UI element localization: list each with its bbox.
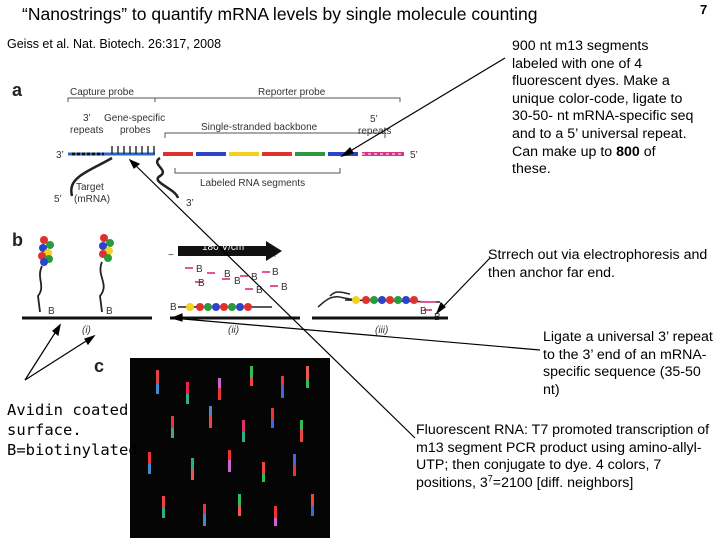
biotin-iii-1: B — [420, 306, 427, 317]
minus-sign: − — [168, 250, 174, 261]
fluorescence-image — [130, 358, 330, 538]
biotin-ii-5: B — [272, 267, 279, 278]
reporter-probe-bracket — [155, 98, 400, 102]
end-5-bottom: 5’ — [54, 194, 62, 205]
avidin-note-line-2: surface. — [7, 420, 138, 440]
avidin-note-line-1: Avidin coated — [7, 400, 138, 420]
avidin-note-line-3: B=biotinylated — [7, 440, 138, 460]
target-label-2: (mRNA) — [74, 194, 110, 205]
stretched-molecule-ii — [178, 303, 272, 311]
reporter-segments — [163, 152, 404, 156]
step-label-ii: (ii) — [228, 325, 239, 336]
target-mrna-right — [157, 158, 178, 198]
biotin-ii-3: B — [234, 276, 241, 287]
gene-specific-label-1: Gene-specific — [104, 113, 165, 124]
end-3-left: 3’ — [56, 150, 64, 161]
step-i-molecules — [38, 234, 114, 312]
step-label-i: (i) — [82, 325, 91, 336]
biotin-i-1: B — [48, 306, 55, 317]
avidin-note: Avidin coated surface. B=biotinylated — [7, 400, 138, 460]
stretch-note: Strrech out via electrophoresis and then… — [488, 247, 720, 282]
biotin-ii-6: B — [198, 278, 205, 289]
biotin-i-2: B — [106, 306, 113, 317]
segments-note-count: 800 — [616, 144, 640, 160]
labeled-segments-bracket — [175, 168, 340, 173]
panel-b-letter: b — [12, 230, 23, 250]
ligate-note: Ligate a universal 3’ repeat to the 3’ e… — [543, 329, 718, 399]
labeled-segments-label: Labeled RNA segments — [200, 178, 305, 189]
end-5-right: 5’ — [410, 150, 418, 161]
gene-specific-label-2: probes — [120, 125, 151, 136]
backbone-bracket — [165, 133, 385, 138]
backbone-label: Single-stranded backbone — [201, 122, 318, 133]
step-label-iii: (iii) — [375, 325, 388, 336]
fluorescent-rna-tail: =2100 [diff. neighbors] — [493, 475, 634, 491]
biotin-ii-anchor: B — [170, 302, 177, 313]
end-3-bottom: 3’ — [186, 198, 194, 209]
target-label-1: Target — [76, 182, 104, 193]
five-prime-repeats-label-2: repeats — [358, 126, 391, 137]
fluorescent-rna-note: Fluorescent RNA: T7 promoted transcripti… — [416, 422, 716, 492]
biotin-ii-2: B — [224, 269, 231, 280]
segments-note: 900 nt m13 segments labeled with one of … — [512, 38, 697, 179]
three-prime-repeats-label-1: 3’ — [83, 113, 91, 124]
biotin-ii-8: B — [281, 282, 288, 293]
biotin-ii-1: B — [196, 264, 203, 275]
panel-a-letter: a — [12, 80, 23, 100]
five-prime-repeats-label-1: 5’ — [370, 114, 378, 125]
panel-c-letter: c — [94, 356, 104, 376]
capture-probe-label: Capture probe — [70, 87, 134, 98]
three-prime-repeats-label-2: repeats — [70, 125, 103, 136]
segments-note-text: 900 nt m13 segments labeled with one of … — [512, 38, 693, 160]
reporter-probe-label: Reporter probe — [258, 87, 326, 98]
capture-probe-bracket — [68, 98, 155, 102]
